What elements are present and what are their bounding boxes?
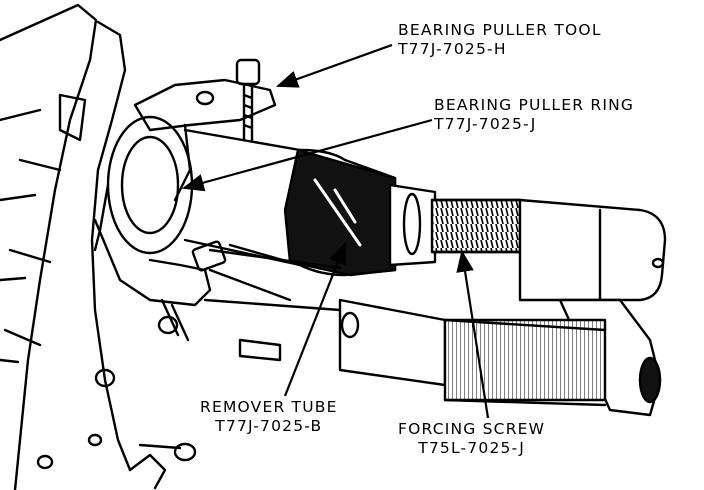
leader-remover-tube [283,241,347,397]
callout-name: BEARING PULLER RING [434,96,635,114]
forcing-screw-thread [430,198,522,254]
callout-part-number: T77J-7025-B [215,417,323,435]
callout-remover-tube: REMOVER TUBE T77J-7025-B [200,398,338,436]
callout-part-number: T75L-7025-J [418,439,526,457]
remover-tube-collar [283,148,397,277]
output-shaft [203,248,607,407]
callout-bearing-puller-ring: BEARING PULLER RING T77J-7025-J [434,96,634,134]
forcing-screw-nut [388,183,437,267]
bearing-puller-tool [133,58,277,202]
leader-bearing-puller-tool [275,43,393,88]
callout-name: BEARING PULLER TOOL [398,21,602,39]
transmission-case [0,3,197,490]
callout-forcing-screw: FORCING SCREW T75L-7025-J [398,420,545,458]
callout-part-number: T77J-7025-J [434,115,537,133]
callout-name: REMOVER TUBE [200,398,338,416]
leader-forcing-screw [456,249,490,419]
leader-bearing-puller-ring [181,118,433,192]
callout-bearing-puller-tool: BEARING PULLER TOOL T77J-7025-H [398,21,602,59]
callout-part-number: T77J-7025-H [398,40,507,58]
callout-name: FORCING SCREW [398,420,546,438]
bearing-puller-ring [93,115,227,342]
